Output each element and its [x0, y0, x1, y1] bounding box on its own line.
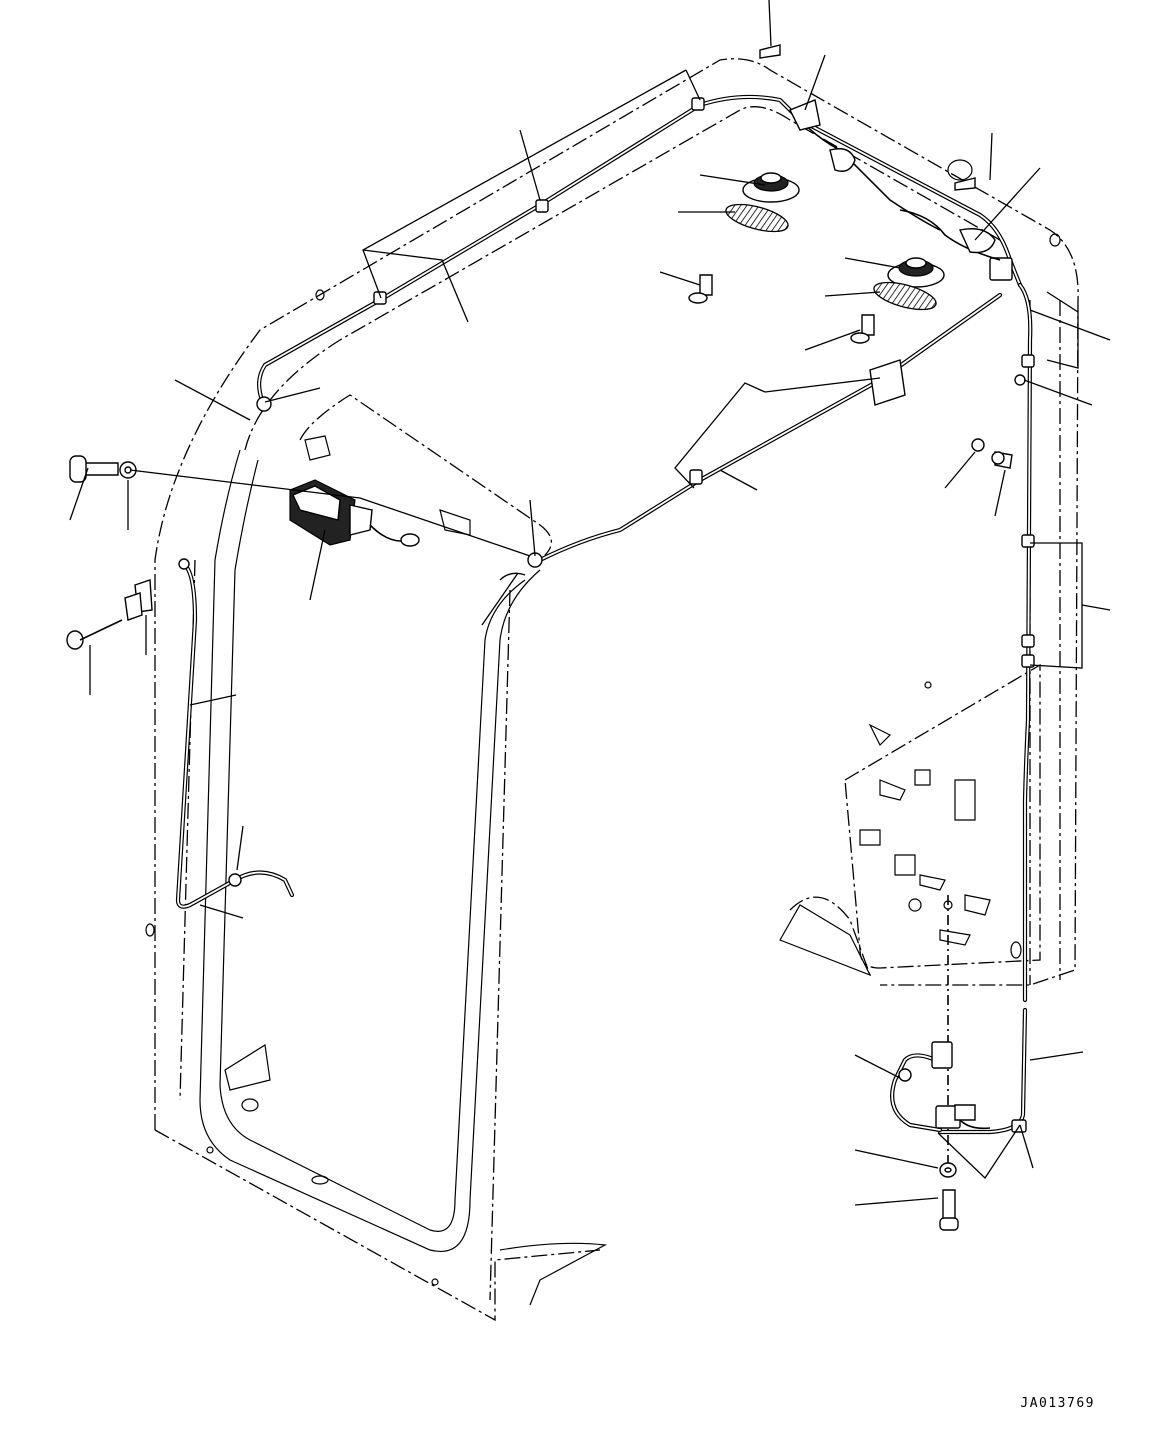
speaker-grille-front: [725, 203, 789, 233]
roof-harness-right: [527, 99, 1023, 568]
speaker-screw-rear: [850, 314, 875, 344]
roof-harness-front: [256, 94, 803, 412]
speaker-grille-rear: [873, 281, 937, 311]
lamp-bolt: [69, 455, 119, 483]
clip-top-left: [759, 44, 781, 59]
speaker-front: [742, 172, 800, 203]
right-pillar-harness: [937, 282, 1035, 1135]
lower-bolt: [939, 1189, 959, 1231]
room-lamp: [289, 479, 420, 547]
callout-leaders: [69, 0, 1111, 1206]
speaker-screw-front: [688, 274, 713, 304]
clip-top-right: [954, 177, 976, 191]
drawing-code: JA013769: [1020, 1396, 1095, 1411]
right-clip: [971, 438, 1013, 469]
lower-washer: [939, 1162, 957, 1178]
lower-connector-bracket: [890, 895, 991, 1170]
door-switch: [66, 579, 153, 650]
left-pillar-harness: [175, 558, 295, 909]
clip-middle: [499, 572, 526, 581]
lamp-washer: [119, 461, 137, 479]
